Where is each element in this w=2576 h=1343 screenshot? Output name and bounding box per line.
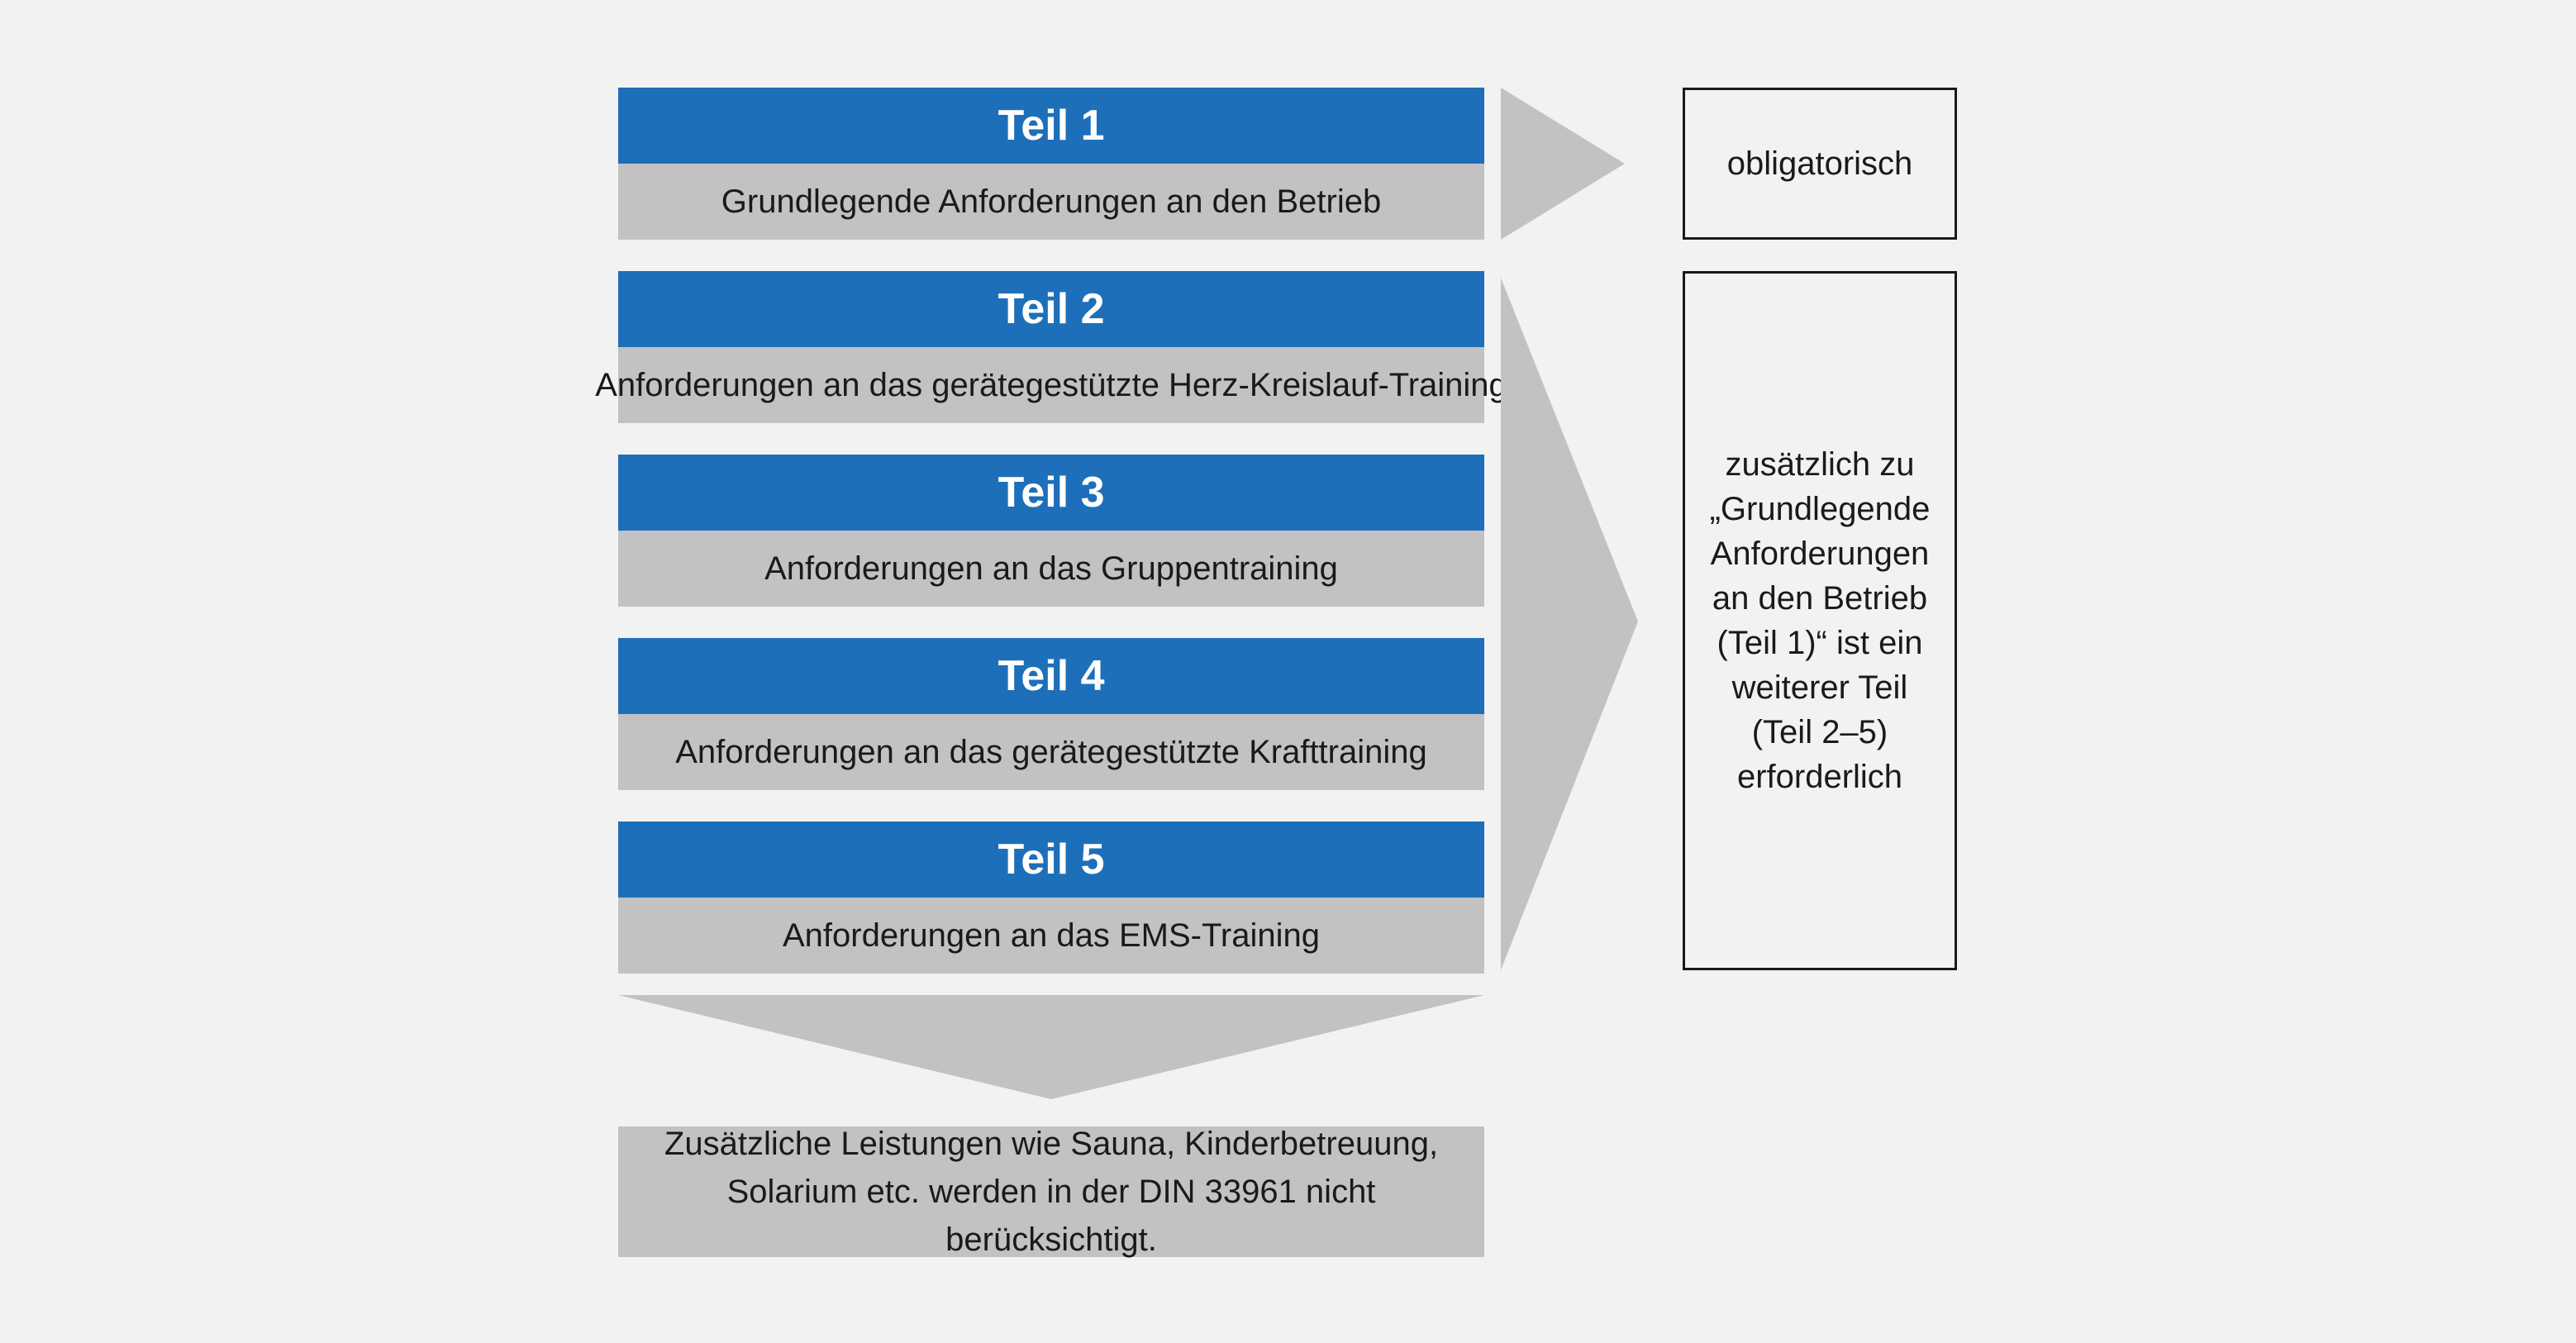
- part-4-description: Anforderungen an das gerätegestützte Kra…: [618, 714, 1484, 790]
- part-3-description: Anforderungen an das Gruppentraining: [618, 531, 1484, 607]
- arrow-right-large: [1501, 278, 1638, 970]
- part-3-block: Teil 3 Anforderungen an das Gruppentrain…: [618, 455, 1484, 607]
- note-line: Solarium etc. werden in der DIN 33961 ni…: [726, 1174, 1376, 1258]
- additional-line: (Teil 1)“ ist ein: [1717, 625, 1923, 661]
- obligatory-box: obligatorisch: [1683, 88, 1957, 240]
- part-4-block: Teil 4 Anforderungen an das gerätegestüt…: [618, 638, 1484, 790]
- additional-line: zusätzlich zu: [1725, 446, 1915, 483]
- part-3-title: Teil 3: [618, 455, 1484, 531]
- arrow-right-small: [1501, 88, 1625, 240]
- additional-part-text: zusätzlich zu „Grundlegende Anforderunge…: [1698, 442, 1942, 799]
- additional-line: „Grundlegende: [1709, 491, 1931, 527]
- note-line: Zusätzliche Leistungen wie Sauna, Kinder…: [664, 1126, 1439, 1162]
- part-5-title: Teil 5: [618, 822, 1484, 898]
- additional-line: erforderlich: [1736, 759, 1903, 795]
- part-4-title: Teil 4: [618, 638, 1484, 714]
- arrow-down: [618, 995, 1484, 1099]
- additional-line: Anforderungen: [1710, 536, 1930, 572]
- additional-part-box: zusätzlich zu „Grundlegende Anforderunge…: [1683, 271, 1957, 970]
- part-5-block: Teil 5 Anforderungen an das EMS-Training: [618, 822, 1484, 974]
- part-2-title: Teil 2: [618, 271, 1484, 347]
- obligatory-label: obligatorisch: [1726, 145, 1913, 182]
- exclusion-note: Zusätzliche Leistungen wie Sauna, Kinder…: [618, 1126, 1484, 1258]
- part-2-block: Teil 2 Anforderungen an das gerätegestüt…: [595, 271, 1507, 423]
- part-5-description: Anforderungen an das EMS-Training: [618, 898, 1484, 974]
- additional-line: weiterer Teil: [1731, 669, 1908, 706]
- additional-line: an den Betrieb: [1712, 580, 1928, 617]
- part-1-description: Grundlegende Anforderungen an den Betrie…: [618, 164, 1484, 240]
- part-1-block: Teil 1 Grundlegende Anforderungen an den…: [618, 88, 1484, 240]
- additional-line: (Teil 2–5): [1751, 714, 1888, 750]
- part-1-title: Teil 1: [618, 88, 1484, 164]
- part-2-description: Anforderungen an das gerätegestützte Her…: [595, 347, 1507, 423]
